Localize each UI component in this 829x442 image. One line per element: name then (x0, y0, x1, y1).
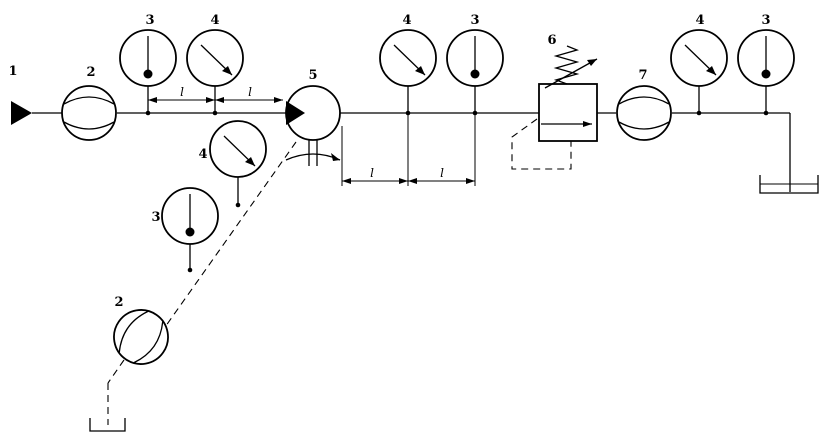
junction-dot (696, 110, 702, 116)
label-temp-gauge-b: 3 (470, 13, 479, 28)
label-flowmeter-suction: 2 (114, 295, 123, 310)
suction-line (157, 141, 297, 338)
dimension-label: l (180, 85, 184, 99)
label-temp-gauge-suction: 3 (151, 210, 160, 225)
pressure-gauge-icon (670, 29, 728, 87)
label-temp-gauge-a: 3 (145, 13, 154, 28)
label-pressure-gauge-b: 4 (402, 13, 411, 28)
junction-dot (235, 202, 241, 208)
flowmeter-icon (616, 85, 672, 141)
thermometer-gauge-icon (446, 29, 504, 87)
label-relief-valve: 6 (547, 33, 556, 48)
pressure-gauge-icon (379, 29, 437, 87)
label-pressure-gauge-suction: 4 (198, 147, 207, 162)
thermometer-gauge-icon (161, 187, 219, 245)
flowmeter-icon (113, 309, 169, 365)
junction-dot (145, 110, 151, 116)
label-flowmeter-in: 2 (86, 65, 95, 80)
label-pump: 5 (308, 68, 317, 83)
suction-line (107, 359, 125, 384)
source-triangle-icon (11, 101, 32, 125)
relief-valve-icon (511, 45, 598, 170)
pressure-gauge-icon (209, 120, 267, 178)
thermometer-gauge-icon (737, 29, 795, 87)
junction-dot (405, 110, 411, 116)
label-pressure-gauge-c: 4 (695, 13, 704, 28)
junction-dot (472, 110, 478, 116)
label-flowmeter-out: 7 (638, 68, 647, 83)
inlet-dimension (148, 97, 283, 103)
suction-tank-icon (89, 418, 126, 432)
dimension-label: l (440, 166, 444, 180)
outlet-tank-icon (759, 175, 819, 194)
thermometer-gauge-icon (119, 29, 177, 87)
junction-dot (212, 110, 218, 116)
label-source: 1 (8, 64, 17, 79)
junction-dot (187, 267, 193, 273)
dimension-label: l (370, 166, 374, 180)
flowmeter-icon (61, 85, 117, 141)
pump-icon (285, 85, 341, 166)
dimension-label: l (248, 85, 252, 99)
label-temp-gauge-c: 3 (761, 13, 770, 28)
junction-dot (763, 110, 769, 116)
label-pressure-gauge-a: 4 (210, 13, 219, 28)
pressure-gauge-icon (186, 29, 244, 87)
outlet-dimension (342, 178, 475, 184)
